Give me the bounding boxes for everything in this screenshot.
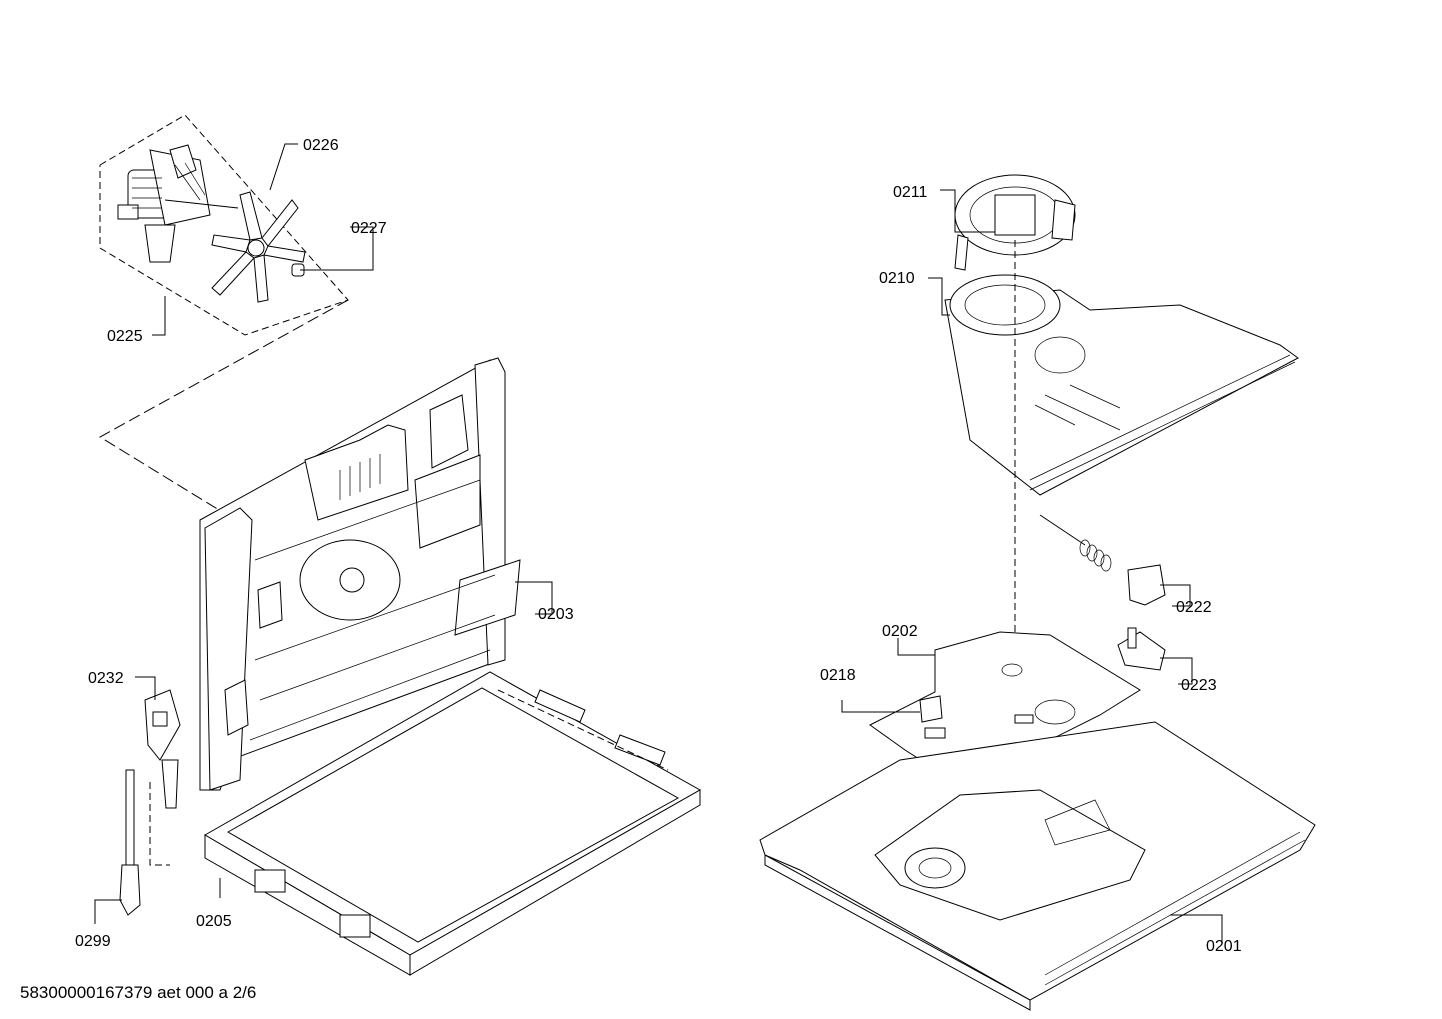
base-tray-part xyxy=(759,721,1316,1011)
callout-0205: 0205 xyxy=(196,913,232,930)
callout-0203: 0203 xyxy=(538,606,574,623)
callout-0211: 0211 xyxy=(893,184,928,201)
callout-0227: 0227 xyxy=(351,220,387,237)
fan-cover-part xyxy=(944,274,1299,496)
assembly-axis-line xyxy=(99,299,349,541)
callout-0202: 0202 xyxy=(882,623,918,640)
bottom-frame-part xyxy=(204,671,702,976)
callout-0222: 0222 xyxy=(1176,599,1212,616)
back-panel-part xyxy=(199,357,521,791)
callout-0218: 0218 xyxy=(820,667,856,684)
drawing-reference-footer: 58300000167379 aet 000 a 2/6 xyxy=(20,983,256,1002)
callout-0210: 0210 xyxy=(879,270,915,287)
callout-0225: 0225 xyxy=(107,328,143,345)
cooling-fan-part xyxy=(954,174,1076,271)
callout-0223: 0223 xyxy=(1181,677,1217,694)
callout-0201: 0201 xyxy=(1206,938,1242,955)
callout-0232: 0232 xyxy=(88,670,124,687)
callout-0299: 0299 xyxy=(75,933,111,950)
leader-lines xyxy=(94,143,1223,944)
callout-0226: 0226 xyxy=(303,137,339,154)
switch-cable-parts xyxy=(119,689,181,916)
fan-motor-assembly xyxy=(99,114,349,336)
heater-and-connector-parts xyxy=(1039,514,1166,671)
